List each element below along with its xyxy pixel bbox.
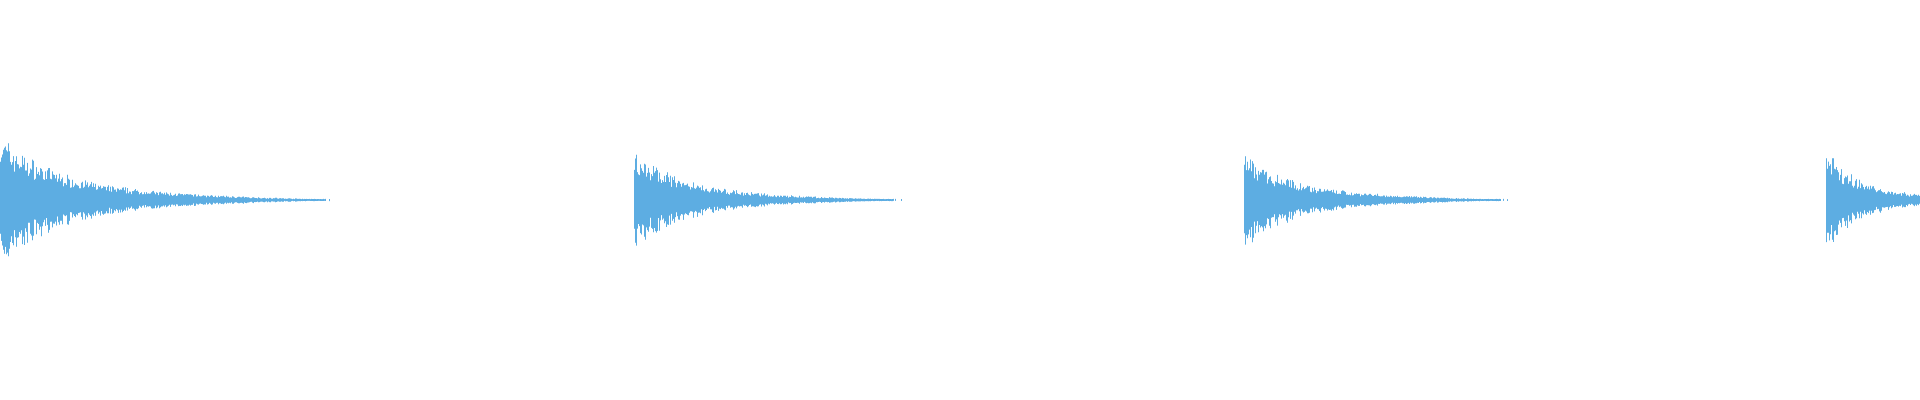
waveform-burst [634, 154, 902, 246]
waveform-burst-path [1244, 156, 1508, 245]
waveform-burst [1826, 158, 1920, 243]
waveform-burst [0, 143, 330, 257]
waveform-burst-path [1826, 158, 1920, 243]
waveform-burst-path [0, 143, 330, 257]
waveform-burst [1244, 156, 1508, 245]
waveform-burst-path [634, 154, 902, 246]
